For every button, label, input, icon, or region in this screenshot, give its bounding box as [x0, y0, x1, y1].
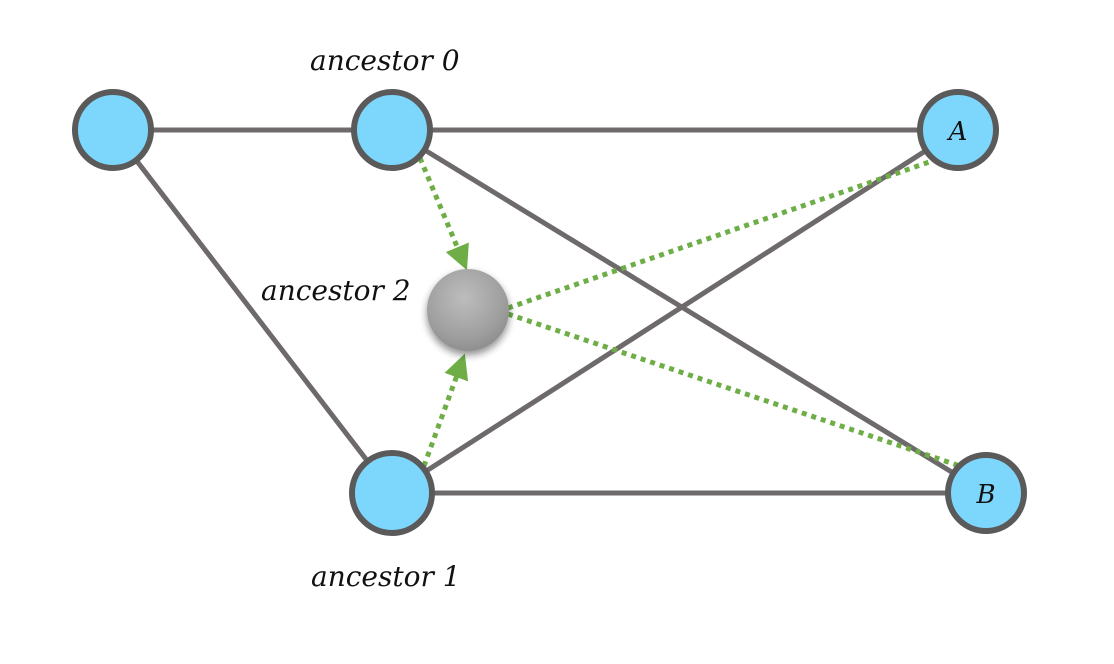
node-ancestor0: [351, 89, 433, 171]
node-B-label: B: [975, 480, 995, 510]
node-A: [917, 89, 999, 171]
node-B: [945, 452, 1027, 534]
solid-edges: [111, 127, 988, 496]
ancestor2-label: ancestor 2: [261, 274, 411, 307]
nodes: [72, 89, 1027, 536]
edge-ancestor0-to-B: [390, 127, 988, 496]
node-A-label: A: [947, 117, 968, 147]
dotted-edge-ancestor2-to-A: [507, 157, 936, 311]
dotted-arrow-ancestor0-to-ancestor2: [417, 157, 469, 271]
node-left: [72, 89, 154, 171]
node-ancestor1: [349, 450, 435, 536]
edge-left-to-ancestor1: [111, 128, 394, 495]
ancestor1-label: ancestor 1: [311, 560, 461, 593]
ancestor0-label: ancestor 0: [310, 44, 460, 77]
node-ancestor2: [427, 269, 509, 351]
edge-ancestor1-to-A: [390, 127, 960, 496]
